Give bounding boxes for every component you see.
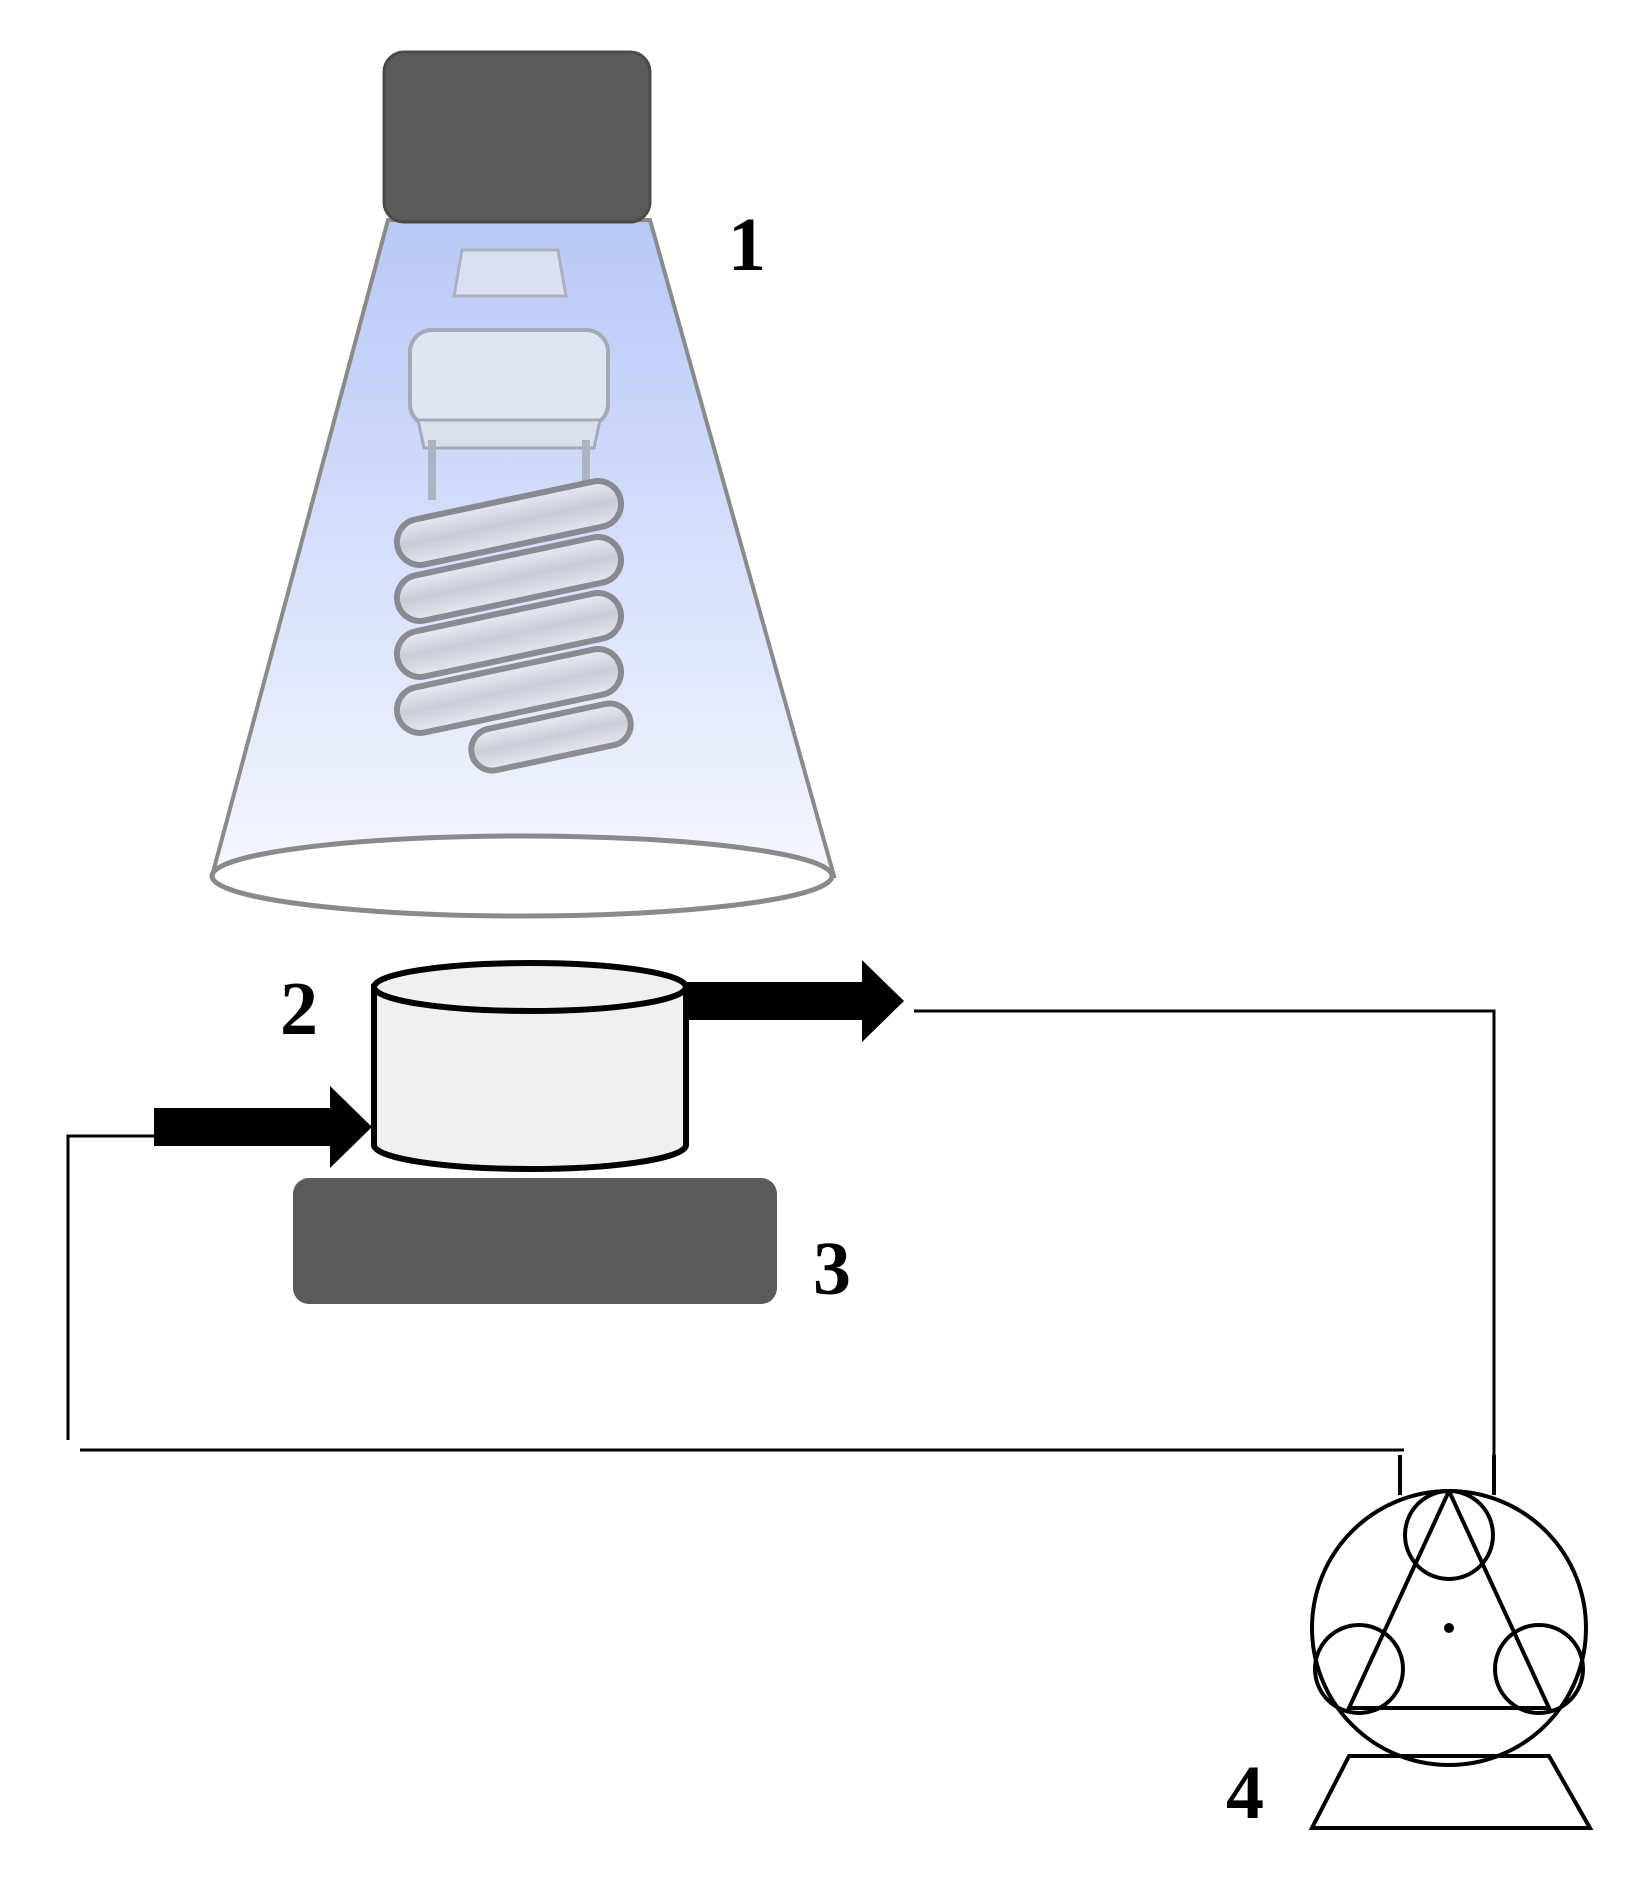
spiral-bulb-icon bbox=[393, 248, 634, 774]
label-pump: 4 bbox=[1226, 1751, 1264, 1835]
magnetic-stirrer: 3 bbox=[293, 1178, 851, 1311]
lamp-assembly: 1 bbox=[209, 50, 837, 919]
light-cone-opening bbox=[209, 833, 835, 919]
light-cone bbox=[209, 218, 837, 878]
tubing bbox=[66, 1009, 1496, 1455]
lamp-housing bbox=[382, 50, 652, 224]
label-stirrer: 3 bbox=[813, 1227, 851, 1311]
inlet-arrow-icon bbox=[154, 1086, 372, 1168]
reactor-vessel: 2 bbox=[280, 960, 689, 1172]
label-lamp: 1 bbox=[728, 203, 766, 287]
label-reactor: 2 bbox=[280, 967, 318, 1051]
outlet-arrow-icon bbox=[686, 960, 904, 1042]
peristaltic-pump-icon: 4 bbox=[1226, 1455, 1594, 1835]
